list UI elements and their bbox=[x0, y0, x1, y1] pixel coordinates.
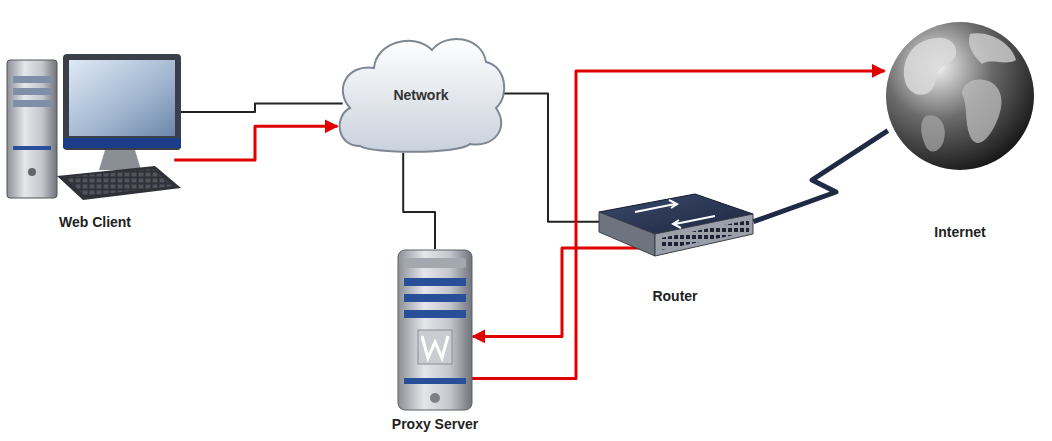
node-label: Web Client bbox=[59, 214, 131, 230]
proxy-part bbox=[422, 336, 448, 358]
cloud-part bbox=[340, 39, 505, 152]
connector bbox=[501, 94, 601, 222]
proxy-part bbox=[404, 294, 466, 302]
client-part bbox=[13, 146, 51, 150]
connector bbox=[471, 71, 885, 379]
client-part bbox=[28, 168, 36, 176]
client-node: Web Client bbox=[5, 52, 185, 230]
client-part bbox=[63, 138, 181, 148]
client-part bbox=[57, 166, 181, 200]
router-part bbox=[655, 214, 753, 256]
router-part bbox=[599, 212, 655, 256]
globe-part bbox=[886, 22, 1034, 170]
client-part bbox=[69, 60, 175, 136]
client-part bbox=[99, 150, 141, 170]
globe-part bbox=[962, 79, 1002, 143]
proxy-part bbox=[404, 258, 466, 268]
client-part bbox=[63, 54, 181, 150]
proxy-part bbox=[398, 250, 472, 410]
client-shape bbox=[5, 52, 185, 202]
client-part bbox=[13, 100, 51, 107]
proxy-part bbox=[430, 393, 440, 403]
connector bbox=[174, 104, 342, 112]
connector bbox=[174, 126, 337, 160]
cloud-node: Network bbox=[332, 28, 510, 154]
client-part bbox=[7, 60, 57, 198]
proxy-part bbox=[404, 310, 466, 318]
proxy-part bbox=[404, 378, 466, 384]
client-part bbox=[13, 76, 51, 83]
globe-node: Internet bbox=[878, 4, 1042, 240]
globe-part bbox=[904, 38, 956, 95]
client-part bbox=[13, 88, 51, 95]
router-part bbox=[635, 200, 715, 228]
proxy-shape bbox=[390, 244, 480, 412]
proxy-part bbox=[404, 278, 466, 286]
connector bbox=[753, 131, 887, 222]
node-label: Internet bbox=[934, 224, 985, 240]
router-shape bbox=[595, 192, 755, 258]
client-part bbox=[65, 169, 173, 196]
node-label: Proxy Server bbox=[392, 416, 478, 432]
connector bbox=[473, 248, 643, 336]
text-holder: Network bbox=[393, 87, 448, 103]
globe-part bbox=[921, 115, 945, 151]
router-node: Router bbox=[595, 192, 755, 304]
connector bbox=[403, 153, 435, 249]
proxy-part bbox=[418, 330, 452, 364]
proxy-node: Proxy Server bbox=[389, 244, 482, 432]
node-label: Router bbox=[652, 288, 697, 304]
node-label: Network bbox=[393, 87, 448, 103]
globe-shape bbox=[878, 4, 1042, 180]
globe-part bbox=[969, 33, 1016, 64]
